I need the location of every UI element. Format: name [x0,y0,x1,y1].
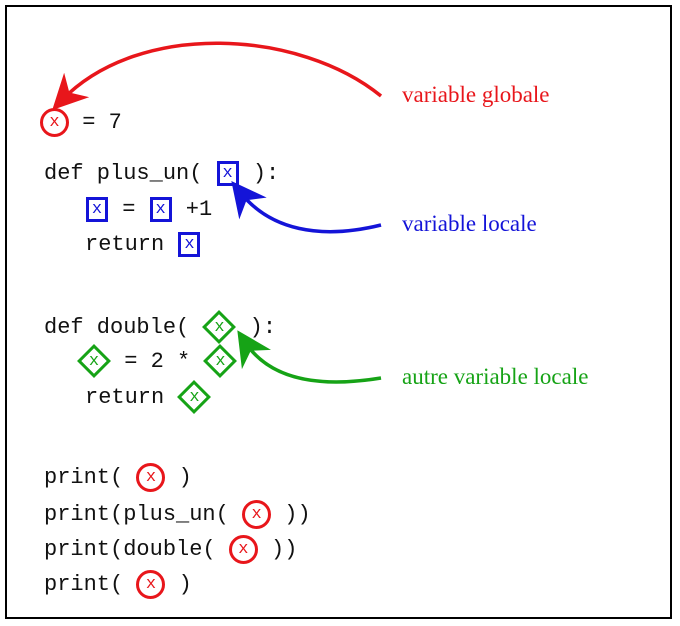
variable-name: x [189,387,200,407]
code-line: print(double( x )) [44,532,297,566]
code-text: +1 [172,196,213,222]
arrow-global [52,41,383,111]
code-line: x = x +1 [85,192,212,226]
variable-name: x [238,539,249,559]
variable-name: x [155,199,166,219]
code-text: ) [165,571,192,597]
code-text: return [85,231,178,257]
code-text: def double( [44,314,203,340]
code-text: = 7 [69,109,122,135]
code-text: = 2 * [111,348,204,374]
label-variable-globale: variable globale [402,82,550,107]
variable-name: x [184,234,195,254]
code-line: x = 2 * x [77,344,237,378]
code-text: def plus_un( [44,160,216,186]
variable-marker-global: x [242,499,272,529]
variable-marker-local: x [216,160,239,186]
variable-marker-other: x [203,344,237,378]
code-line: x = 7 [40,105,122,139]
variable-marker-other: x [202,310,236,344]
code-text: print(double( [44,536,229,562]
variable-marker-local: x [149,196,172,222]
label-autre-variable-locale: autre variable locale [402,364,589,389]
arrow-local [231,181,382,234]
code-line: return x [85,380,211,414]
variable-marker-global: x [228,534,258,564]
variable-name: x [215,351,226,371]
label-variable-locale: variable locale [402,211,537,236]
variable-marker-other: x [77,344,111,378]
code-text: print( [44,464,137,490]
code-line: def plus_un( x ): [44,156,279,190]
variable-marker-local: x [178,231,201,257]
variable-name: x [49,112,60,132]
variable-name: x [251,504,262,524]
code-text: return [85,384,178,410]
code-line: print( x ) [44,460,192,494]
code-text: print( [44,571,137,597]
variable-name: x [88,351,100,371]
variable-marker-other: x [177,380,211,414]
code-line: return x [85,227,201,261]
code-text: ) [165,464,192,490]
variable-name: x [145,467,157,487]
variable-name: x [145,574,157,594]
code-text: = [109,196,149,222]
diagram-frame [5,5,672,619]
variable-marker-local: x [86,196,108,222]
arrow-other [237,330,382,384]
code-text: )) [257,536,298,562]
code-line: print( x ) [44,567,192,601]
code-text: print(plus_un( [44,501,243,527]
variable-name: x [222,163,233,183]
variable-marker-global: x [136,569,166,599]
variable-name: x [91,199,103,219]
variable-marker-global: x [136,462,166,492]
code-line: print(plus_un( x )) [44,497,311,531]
code-text: )) [271,501,311,527]
variable-name: x [214,317,225,337]
